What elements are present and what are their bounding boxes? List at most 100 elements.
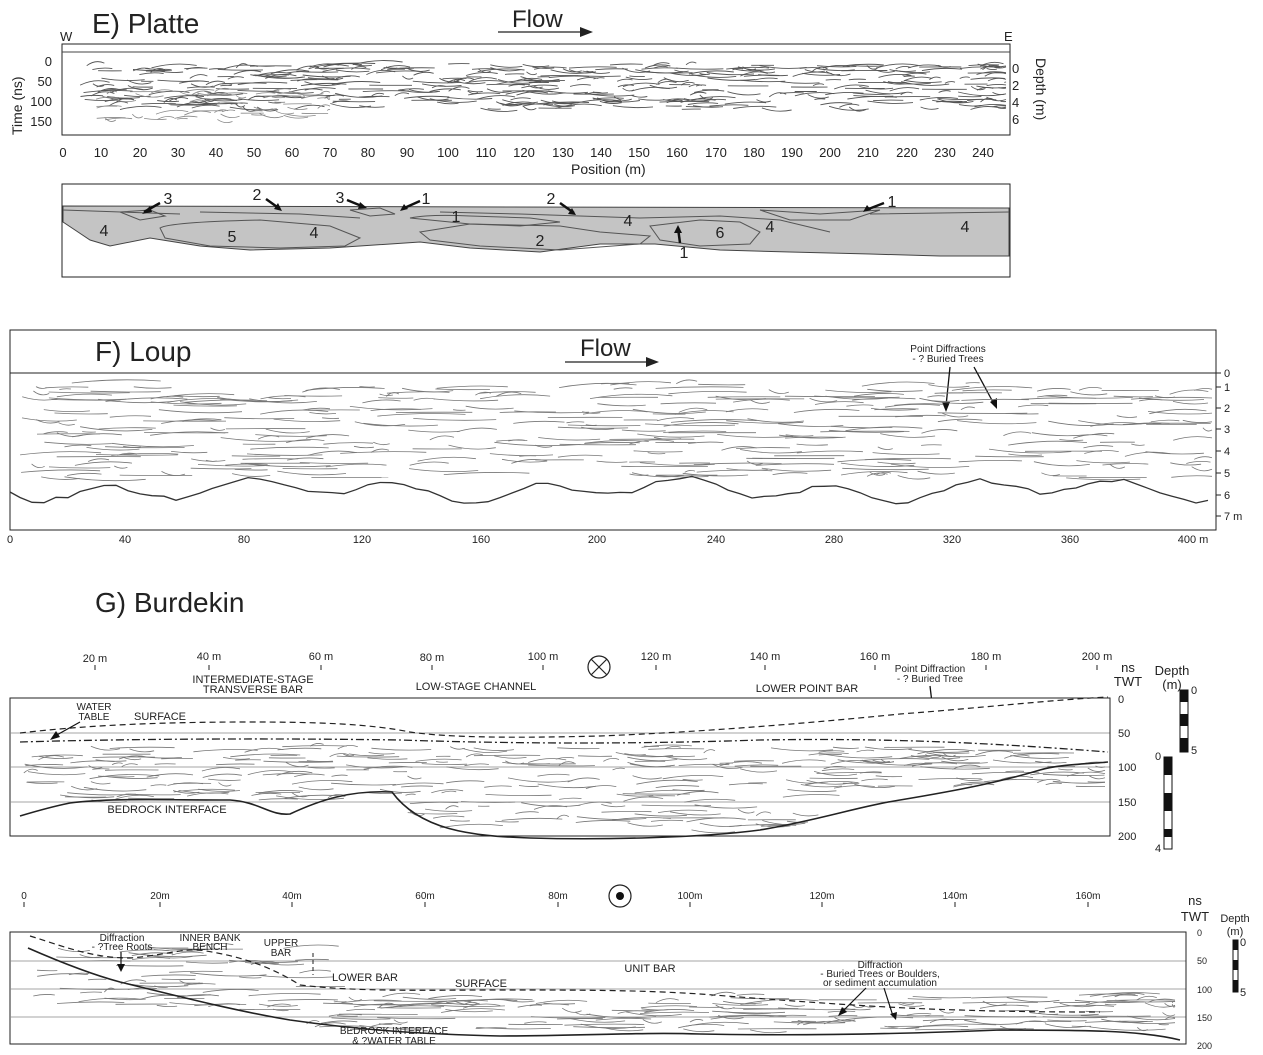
element-label: 1: [452, 209, 461, 226]
reflection-stroke: [599, 100, 622, 104]
reflection-stroke: [119, 105, 162, 111]
reflection-stroke: [1042, 773, 1105, 776]
reflection-stroke: [353, 1003, 403, 1008]
panel-title: F) Loup: [95, 336, 192, 367]
reflection-stroke: [1095, 765, 1106, 768]
reflection-stroke: [1004, 754, 1030, 759]
reflection-stroke: [617, 78, 633, 82]
reflection-stroke: [150, 68, 166, 73]
reflection-stroke: [141, 103, 176, 105]
position-tick: 190: [781, 145, 803, 160]
reflection-stroke: [756, 99, 771, 103]
reflection-stroke: [656, 417, 695, 422]
depth-scale-tick: 5: [1191, 745, 1197, 757]
reflection-stroke: [641, 744, 692, 748]
reflection-stroke: [336, 755, 400, 758]
twt-label: TWT: [1114, 674, 1142, 689]
reflection-stroke: [429, 98, 477, 103]
bedrock-interface-line: [19, 761, 1109, 840]
reflection-stroke: [964, 1019, 1023, 1025]
panel-title: E) Platte: [92, 8, 199, 39]
reflection-stroke: [1171, 475, 1213, 478]
reflection-stroke: [521, 84, 558, 89]
reflection-stroke: [665, 98, 685, 101]
reflection-stroke: [758, 74, 788, 77]
reflection-stroke: [647, 452, 666, 455]
reflection-stroke: [624, 753, 646, 756]
x-tick: 200 m: [1082, 651, 1113, 663]
reflection-stroke: [585, 785, 617, 789]
reflection-stroke: [699, 94, 714, 100]
element-label: 2: [536, 233, 545, 250]
panel-title: G) Burdekin: [95, 587, 244, 618]
reflection-stroke: [273, 88, 291, 91]
reflection-stroke: [102, 88, 127, 92]
surface-line: [29, 935, 1101, 1013]
reflection-stroke: [769, 1014, 807, 1017]
burdekin-top-x-tickmarks: [94, 665, 1098, 670]
reflection-stroke: [307, 766, 335, 769]
reflection-stroke: [875, 775, 903, 778]
reflection-stroke: [89, 774, 160, 780]
reflection-stroke: [980, 61, 1004, 67]
reflection-stroke: [627, 762, 675, 768]
reflection-stroke: [308, 64, 349, 70]
reflection-stroke: [1104, 1003, 1117, 1006]
reflection-stroke: [895, 66, 911, 70]
reflection-stroke: [495, 101, 523, 107]
reflection-stroke: [818, 753, 842, 756]
reflection-stroke: [88, 978, 107, 981]
reflection-stroke: [157, 100, 180, 103]
reflection-stroke: [645, 423, 736, 427]
reflection-stroke: [1149, 408, 1207, 415]
reflection-stroke: [631, 94, 648, 98]
reflection-stroke: [157, 116, 175, 120]
reflection-stroke: [938, 90, 951, 93]
reflection-stroke: [323, 442, 374, 445]
reflection-stroke: [21, 417, 77, 422]
reflection-stroke: [413, 71, 434, 76]
reflection-stroke: [36, 969, 58, 972]
reflection-stroke: [421, 763, 468, 765]
flow-label: Flow: [580, 335, 631, 362]
reflection-stroke: [124, 94, 151, 98]
reflection-stroke: [116, 793, 139, 798]
reflection-stroke: [394, 92, 410, 96]
x-tick: 240: [707, 534, 725, 546]
reflection-stroke: [698, 383, 746, 386]
reflection-stroke: [405, 793, 416, 796]
reflection-stroke: [285, 762, 309, 768]
reflection-stroke: [1008, 440, 1088, 446]
reflection-stroke: [233, 70, 262, 75]
reflection-stroke: [335, 75, 360, 80]
reflection-stroke: [937, 418, 983, 423]
position-tick: 240: [972, 145, 994, 160]
reflection-stroke: [872, 452, 940, 455]
reflection-stroke: [229, 106, 277, 111]
reflection-stroke: [337, 744, 358, 750]
element-label: 5: [228, 229, 237, 246]
depth-tick: 3: [1224, 424, 1230, 436]
reflection-stroke: [132, 67, 152, 72]
reflection-stroke: [382, 992, 421, 998]
element-label: 4: [100, 223, 109, 240]
reflection-stroke: [668, 390, 747, 395]
reflection-stroke: [992, 91, 1007, 95]
reflection-stroke: [317, 104, 331, 109]
reflection-stroke: [298, 786, 334, 791]
label-line: or sediment accumulation: [823, 978, 937, 989]
reflection-stroke: [109, 415, 152, 418]
reflection-stroke: [371, 92, 385, 97]
x-tick: 80m: [548, 891, 567, 902]
reflection-stroke: [921, 444, 942, 446]
reflection-stroke: [473, 747, 514, 751]
reflection-stroke: [302, 387, 340, 393]
reflection-stroke: [346, 1008, 376, 1011]
reflection-stroke: [526, 71, 538, 76]
reflection-stroke: [45, 386, 89, 389]
x-tick: 280: [825, 534, 843, 546]
reflection-stroke: [71, 379, 161, 384]
reflection-stroke: [814, 98, 826, 100]
reflection-stroke: [755, 77, 778, 81]
reflection-stroke: [770, 747, 834, 752]
